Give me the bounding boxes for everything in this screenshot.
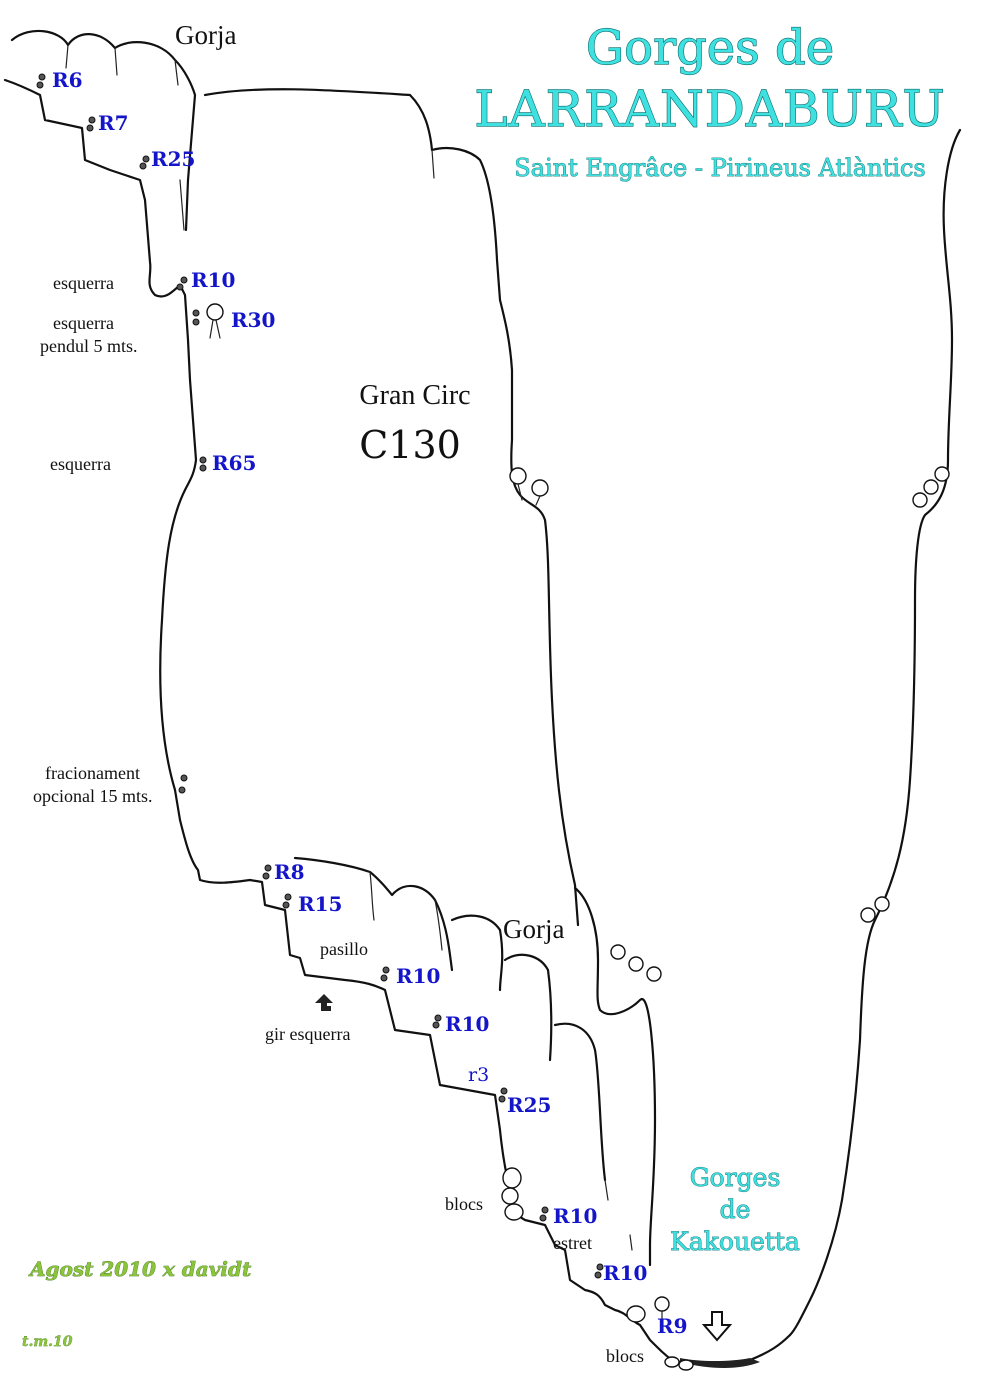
top-cliff-ridges: [65, 44, 179, 86]
note-fracionament-2: opcional 15 mts.: [33, 786, 153, 806]
boulder: [501, 1187, 519, 1205]
gran-circ-ridges: [179, 149, 435, 231]
boulder: [502, 1167, 522, 1189]
signature-date-author: Agost 2010 x davidt: [28, 1257, 252, 1281]
bolt-anchor-icon: [282, 901, 290, 909]
lower-gorge-fragments: [604, 1179, 633, 1251]
bolt-anchor-icon: [500, 1087, 508, 1095]
rappel-r25-b: R25: [507, 1093, 551, 1117]
gorja-top-label: Gorja: [175, 20, 236, 50]
tree-icon: [912, 466, 950, 508]
note-blocs-2: blocs: [606, 1346, 644, 1366]
gorja-scallop: [450, 914, 504, 992]
right-wall: [788, 128, 962, 1337]
kakouetta-line-2: de: [720, 1195, 751, 1224]
rappel-r9: R9: [657, 1314, 688, 1338]
bolt-anchor-icon: [262, 872, 270, 880]
bolt-anchor-icon: [142, 155, 150, 163]
bolt-anchor-icon: [176, 283, 184, 291]
rappel-r7: R7: [98, 111, 129, 135]
bolt-anchor-icon: [498, 1095, 506, 1103]
bolt-anchor-icon: [284, 893, 292, 901]
lower-gorge-right-wall: [573, 886, 657, 1267]
rappel-r15: R15: [298, 892, 342, 916]
bolt-anchor-icon: [38, 73, 46, 81]
rappel-r10-d: R10: [553, 1204, 597, 1228]
bolt-anchor-icon: [180, 276, 188, 284]
note-pasillo: pasillo: [320, 939, 368, 959]
rappel-r10-a: R10: [191, 268, 235, 292]
bolt-anchor-icon: [180, 774, 188, 782]
bottom-pool: [680, 1358, 760, 1368]
bolt-anchor-icon: [539, 1214, 547, 1222]
bolt-anchor-icon: [541, 1206, 549, 1214]
signature-initials: t.m.10: [22, 1334, 73, 1350]
note-blocs-1: blocs: [445, 1194, 483, 1214]
rappel-r25-top: R25: [151, 147, 195, 171]
bolt-anchor-icon: [594, 1271, 602, 1279]
boulder: [504, 1203, 524, 1221]
tree-icon: [860, 896, 890, 923]
down-arrow-icon: [701, 1311, 733, 1342]
note-fracionament-1: fracionament: [45, 763, 140, 783]
bolt-anchor-icon: [192, 309, 200, 317]
bolt-anchor-icon: [192, 318, 200, 326]
subtitle: Saint Engrâce - Pirineus Atlàntics: [514, 154, 925, 182]
bolt-anchor-icon: [86, 124, 94, 132]
bolt-anchor-icon: [434, 1014, 442, 1022]
bolt-anchor-icon: [380, 974, 388, 982]
bolt-anchor-icon: [199, 456, 207, 464]
gran-circ-wall: [203, 88, 580, 927]
note-esquerra-3: esquerra: [50, 454, 111, 474]
lower-gorge-ridges: [369, 871, 443, 951]
gorja-bottom-label: Gorja: [503, 914, 564, 944]
bolt-anchor-icon: [432, 1021, 440, 1029]
note-esquerra-pendul-1: esquerra: [53, 313, 114, 333]
rappel-r10-b: R10: [396, 964, 440, 988]
rappel-r3: r3: [468, 1064, 489, 1086]
tree-icon: [654, 1296, 670, 1323]
bolt-anchor-icon: [139, 162, 147, 170]
gorja-scallop-3: [553, 1022, 607, 1182]
title-line-2: LARRANDABURU: [474, 80, 945, 138]
kakouetta-line-3: Kakouetta: [670, 1227, 800, 1256]
tree-icon: [610, 944, 662, 982]
turn-arrow-icon: [315, 994, 333, 1011]
c130-label: C130: [359, 423, 461, 467]
note-gir-esquerra: gir esquerra: [265, 1024, 350, 1044]
bolt-anchor-icon: [264, 864, 272, 872]
bolt-anchor-icon: [88, 116, 96, 124]
note-esquerra-pendul-2: pendul 5 mts.: [40, 336, 138, 356]
canyon-floor-profile: [3, 78, 792, 1366]
bolt-anchors: [36, 73, 604, 1279]
gran-circ-label: Gran Circ: [359, 380, 470, 411]
rappel-r8: R8: [274, 860, 305, 884]
boulder: [626, 1305, 646, 1323]
note-estret: estret: [553, 1233, 592, 1253]
bolt-anchor-icon: [36, 81, 44, 89]
rappel-r10-c: R10: [445, 1012, 489, 1036]
tree-icon: [206, 303, 224, 339]
bolt-anchor-icon: [178, 786, 186, 794]
rappel-r65: R65: [212, 451, 256, 475]
bolt-anchor-icon: [596, 1263, 604, 1271]
rappel-r30: R30: [231, 308, 275, 332]
boulders: [501, 1167, 694, 1371]
bolt-anchor-icon: [199, 464, 207, 472]
canyon-walls: [3, 29, 962, 1368]
gorja-scallop-2: [503, 953, 553, 1062]
title-line-1: Gorges de: [586, 20, 834, 76]
kakouetta-line-1: Gorges: [690, 1163, 781, 1192]
rappel-r6: R6: [52, 68, 83, 92]
bolt-anchor-icon: [382, 966, 390, 974]
lower-gorge-top: [293, 856, 454, 972]
boulder: [664, 1356, 680, 1368]
note-esquerra-1: esquerra: [53, 273, 114, 293]
tree-icon: [509, 467, 549, 506]
boulder: [678, 1359, 694, 1371]
rappel-r10-e: R10: [603, 1261, 647, 1285]
trees: [206, 303, 950, 1323]
